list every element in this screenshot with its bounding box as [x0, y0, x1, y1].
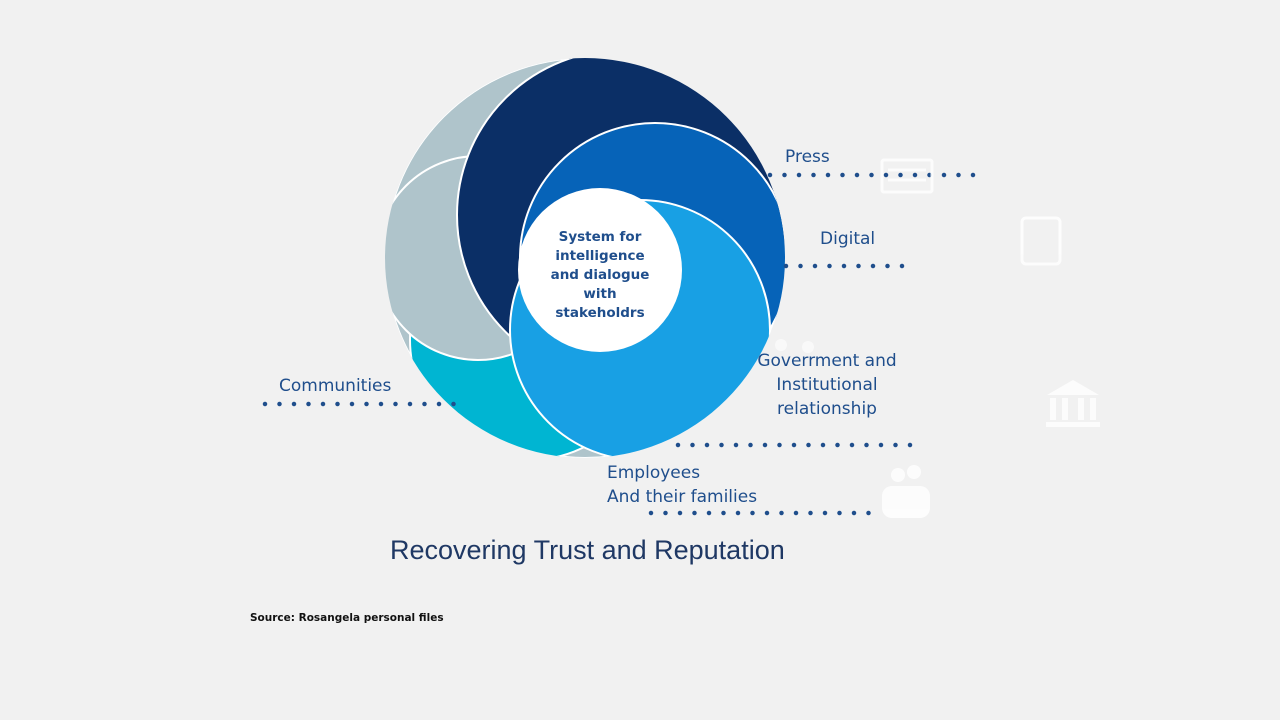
- press-label: Press: [785, 147, 830, 167]
- center-line: stakeholdrs: [555, 305, 645, 321]
- government-building-icon: [1046, 380, 1100, 427]
- communities-label: Communities: [279, 376, 392, 396]
- digital-label: Digital: [820, 229, 876, 249]
- government-label: Goverrment and Institutional relationshi…: [752, 349, 902, 421]
- tablet-icon: [1020, 216, 1062, 266]
- employees-label: Employees And their families: [607, 461, 757, 509]
- center-label: System for intelligence and dialogue wit…: [530, 228, 670, 323]
- newspaper-icon: [880, 158, 934, 194]
- center-line: intelligence: [555, 248, 645, 264]
- center-line: with: [583, 286, 617, 302]
- government-label-line: Goverrment and: [757, 351, 897, 371]
- family-icon: [882, 465, 930, 518]
- employees-label-line: And their families: [607, 487, 758, 507]
- people-icon: [775, 339, 814, 353]
- government-label-line: Institutional: [776, 375, 878, 395]
- government-label-line: relationship: [777, 399, 877, 419]
- center-circle: [518, 188, 682, 352]
- center-line: and dialogue: [550, 267, 650, 283]
- employees-label-line: Employees: [607, 463, 701, 483]
- center-line: System for: [558, 229, 642, 245]
- slide-title: Recovering Trust and Reputation: [390, 535, 785, 565]
- source-note: Source: Rosangela personal files: [250, 612, 444, 624]
